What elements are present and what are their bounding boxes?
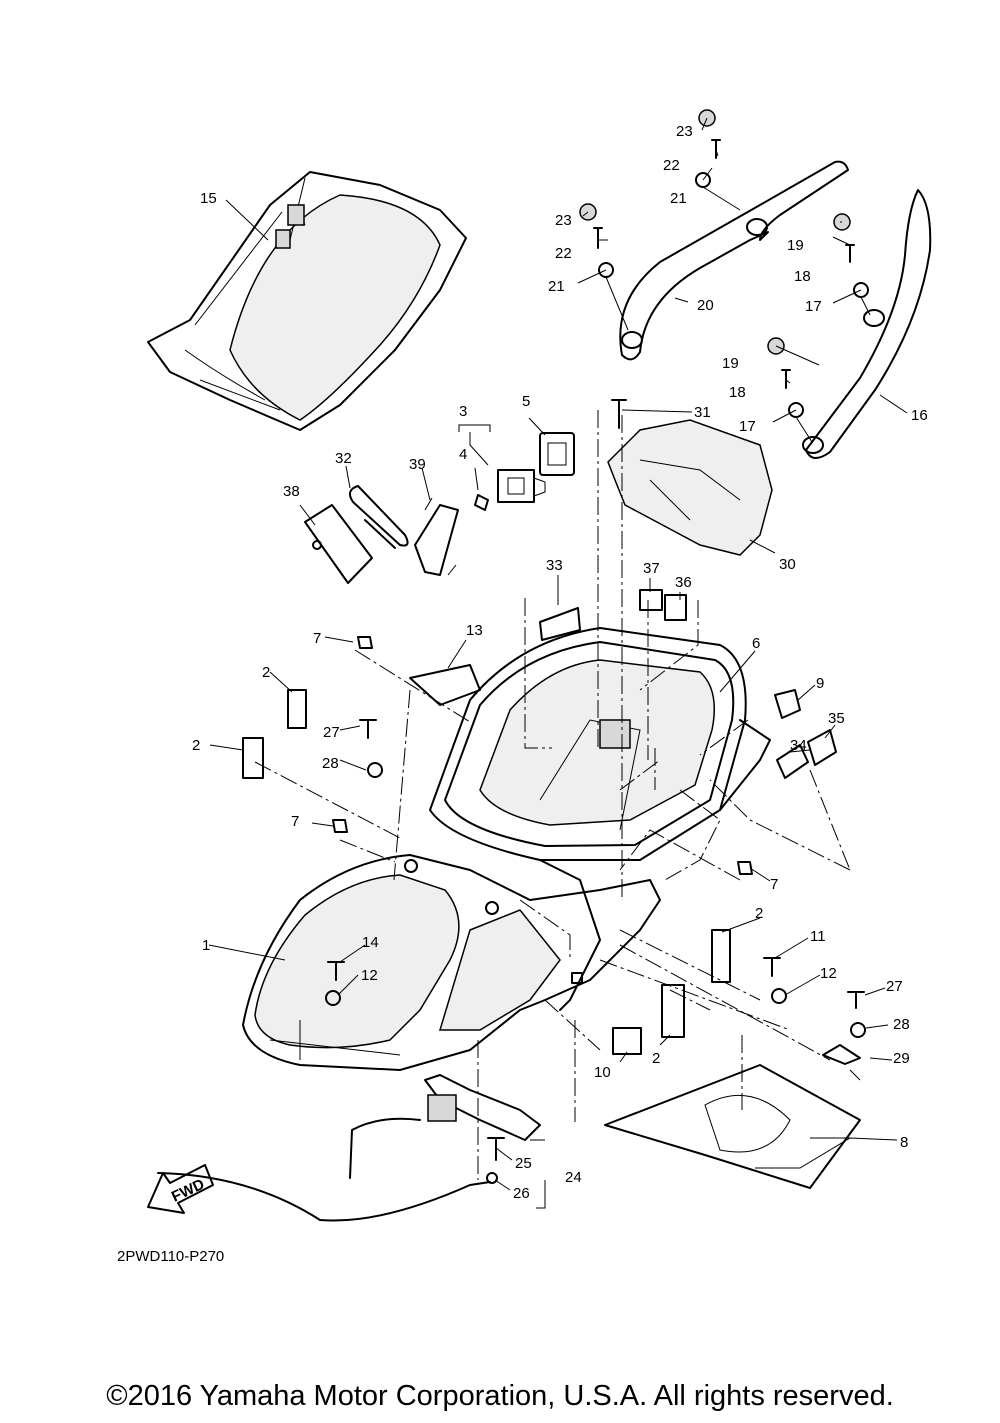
callout-30: 30 — [779, 556, 796, 573]
callout-4: 4 — [459, 446, 467, 463]
callout-20: 20 — [697, 297, 714, 314]
callout-2: 2 — [755, 905, 763, 922]
callout-32: 32 — [335, 450, 352, 467]
callout-12: 12 — [820, 965, 837, 982]
callout-2: 2 — [192, 737, 200, 754]
callout-26: 26 — [513, 1185, 530, 1202]
callout-39: 39 — [409, 456, 426, 473]
callouts: 23 22 21 23 22 21 20 19 18 17 19 18 17 1… — [192, 123, 928, 1202]
callout-37: 37 — [643, 560, 660, 577]
callout-15: 15 — [200, 190, 217, 207]
fasteners-rail — [579, 109, 871, 443]
callout-22: 22 — [555, 245, 572, 262]
callout-24: 24 — [565, 1169, 582, 1186]
callout-27: 27 — [323, 724, 340, 741]
callout-19: 19 — [787, 237, 804, 254]
callout-14: 14 — [362, 934, 379, 951]
callout-18: 18 — [794, 268, 811, 285]
callout-33: 33 — [546, 557, 563, 574]
leader-lines — [208, 117, 908, 1209]
callout-12: 12 — [361, 967, 378, 984]
callout-7: 7 — [770, 876, 778, 893]
callout-9: 9 — [816, 675, 824, 692]
part-8-mat — [604, 1064, 861, 1189]
callout-5: 5 — [522, 393, 530, 410]
callout-28: 28 — [893, 1016, 910, 1033]
callout-19: 19 — [722, 355, 739, 372]
bolts-lower — [325, 719, 866, 1065]
part-24-latch-assembly — [157, 1074, 541, 1222]
callout-8: 8 — [900, 1134, 908, 1151]
callout-2: 2 — [262, 664, 270, 681]
callout-2: 2 — [652, 1050, 660, 1067]
callout-17: 17 — [739, 418, 756, 435]
callout-38: 38 — [283, 483, 300, 500]
small-parts-upper — [474, 399, 773, 556]
callout-29: 29 — [893, 1050, 910, 1067]
copyright-notice: ©2016 Yamaha Motor Corporation, U.S.A. A… — [106, 1380, 894, 1412]
callout-23: 23 — [555, 212, 572, 229]
callout-10: 10 — [594, 1064, 611, 1081]
callout-31: 31 — [694, 404, 711, 421]
callout-21: 21 — [548, 278, 565, 295]
callout-13: 13 — [466, 622, 483, 639]
callout-18: 18 — [729, 384, 746, 401]
callout-16: 16 — [911, 407, 928, 424]
callout-22: 22 — [663, 157, 680, 174]
callout-23: 23 — [676, 123, 693, 140]
callout-21: 21 — [670, 190, 687, 207]
part-16-grab-rail — [802, 189, 932, 459]
part-15-seat-cover — [147, 171, 467, 431]
callout-7: 7 — [313, 630, 321, 647]
small-parts-left — [304, 485, 459, 584]
callout-6: 6 — [752, 635, 760, 652]
part-1-body — [242, 854, 661, 1071]
callout-7: 7 — [291, 813, 299, 830]
callout-25: 25 — [515, 1155, 532, 1172]
callout-17: 17 — [805, 298, 822, 315]
clips-and-tabs — [242, 589, 837, 1055]
part-20-grab-rail — [619, 160, 849, 361]
diagram-code: 2PWD110-P270 — [117, 1248, 224, 1265]
callout-34: 34 — [790, 737, 807, 754]
callout-28: 28 — [322, 755, 339, 772]
callout-1: 1 — [202, 937, 210, 954]
part-6-storage-bin — [429, 627, 771, 861]
callout-3: 3 — [459, 403, 467, 420]
callout-27: 27 — [886, 978, 903, 995]
callout-36: 36 — [675, 574, 692, 591]
callout-11: 11 — [810, 928, 826, 945]
callout-35: 35 — [828, 710, 845, 727]
